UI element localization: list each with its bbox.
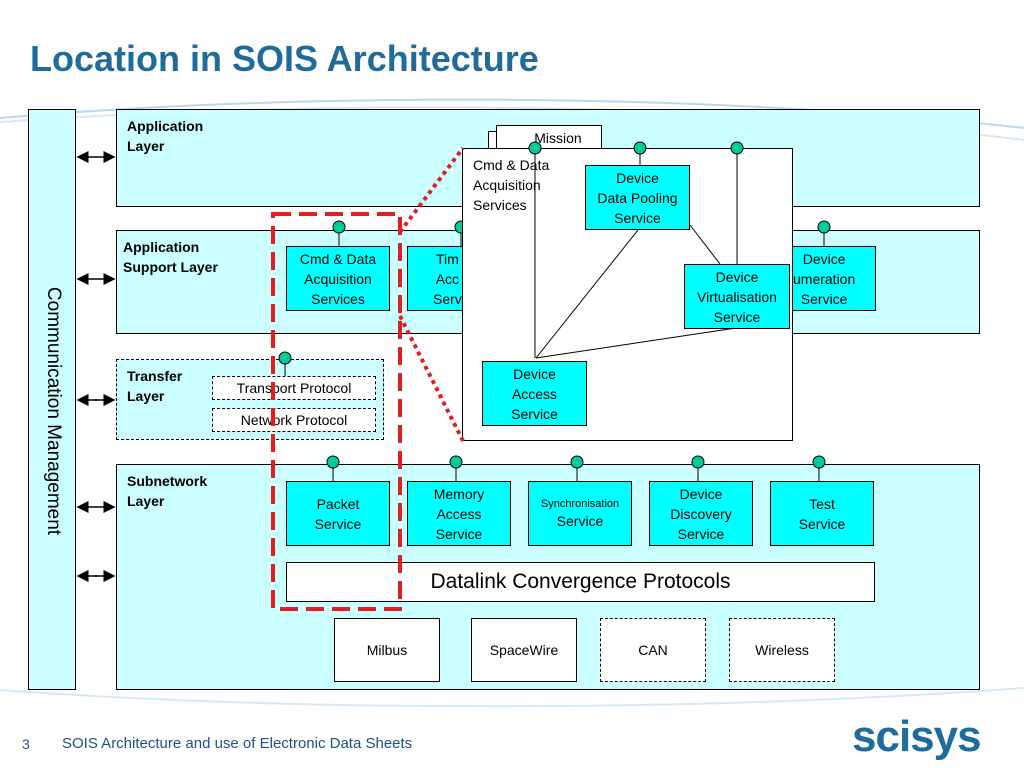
synchronisation-label: Synchronisation bbox=[540, 497, 620, 510]
zoom-line-top bbox=[398, 146, 465, 234]
spacewire-box: SpaceWire bbox=[471, 618, 577, 682]
footer-text: SOIS Architecture and use of Electronic … bbox=[62, 735, 413, 752]
red-dashed-highlight bbox=[271, 212, 402, 611]
sap-transport bbox=[278, 351, 292, 365]
memory-access-service: Memory Access Service bbox=[407, 481, 511, 546]
milbus-box: Milbus bbox=[334, 618, 440, 682]
cmd-data-acquisition-service: Cmd & Data Acquisition Services bbox=[286, 246, 390, 311]
scisys-logo: scisys bbox=[852, 712, 982, 761]
wireless-box: Wireless bbox=[729, 618, 835, 682]
application-layer-label: Application Layer bbox=[127, 118, 204, 154]
test-service: Test Service bbox=[770, 481, 874, 546]
popup-title: Cmd & Data Acquisition Services bbox=[473, 157, 550, 213]
transport-protocol-box: Transport Protocol bbox=[212, 376, 376, 400]
transfer-layer-label: Transfer Layer bbox=[127, 368, 183, 404]
synchronisation-service: Synchronisation Service bbox=[528, 481, 632, 546]
packet-service: Packet Service bbox=[286, 481, 390, 546]
mission-label: Mission bbox=[534, 130, 582, 146]
sap-sync bbox=[570, 455, 584, 469]
device-discovery-service: Device Discovery Service bbox=[649, 481, 753, 546]
sap-popup-access bbox=[528, 141, 542, 155]
sap-cmd-data bbox=[332, 220, 346, 234]
sap-test bbox=[812, 455, 826, 469]
can-box: CAN bbox=[600, 618, 706, 682]
sap-discovery bbox=[691, 455, 705, 469]
sap-packet bbox=[326, 455, 340, 469]
sap-memory bbox=[449, 455, 463, 469]
sap-popup-virtualisation bbox=[730, 141, 744, 155]
device-data-pooling-service: Device Data Pooling Service bbox=[585, 165, 690, 230]
communication-management-bar: Communication Management bbox=[28, 109, 76, 690]
device-enumeration-service-partial: Device umeration Service bbox=[788, 246, 876, 311]
page-title: Location in SOIS Architecture bbox=[30, 38, 539, 79]
sap-popup-pooling bbox=[633, 141, 647, 155]
datalink-convergence-protocols: Datalink Convergence Protocols bbox=[286, 562, 875, 602]
synchronisation-service-label: Service bbox=[556, 512, 604, 529]
subnetwork-layer-label: Subnetwork Layer bbox=[127, 473, 208, 509]
network-protocol-box: Network Protocol bbox=[212, 408, 376, 432]
device-access-service: Device Access Service bbox=[482, 361, 587, 426]
application-support-layer-label: Application Support Layer bbox=[123, 239, 218, 275]
sap-device-enumeration bbox=[817, 220, 831, 234]
time-access-service-partial: Tim Acc Serv bbox=[407, 246, 467, 311]
device-virtualisation-service: Device Virtualisation Service bbox=[684, 264, 790, 329]
zoom-line-bottom bbox=[398, 315, 465, 442]
page-number: 3 bbox=[22, 736, 30, 752]
